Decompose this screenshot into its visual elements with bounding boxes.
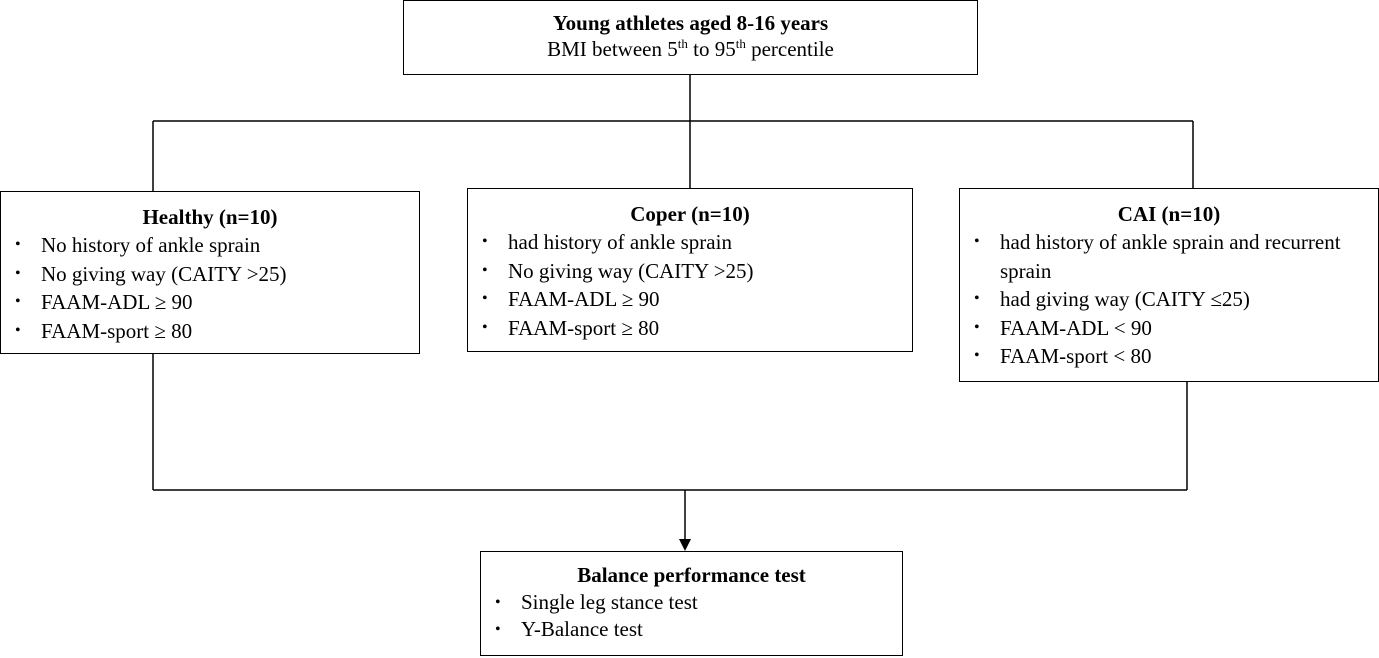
bullet-icon: • [482, 261, 488, 279]
bullet-icon: • [15, 321, 21, 339]
population-title: Young athletes aged 8-16 years [552, 11, 829, 35]
list-item: • FAAM-ADL < 90 [960, 314, 1378, 343]
list-item: • had giving way (CAITY ≤25) [960, 285, 1378, 314]
superscript-th-1: th [677, 36, 688, 51]
bullet-icon: • [482, 318, 488, 336]
cai-group-box: CAI (n=10) • had history of ankle sprain … [959, 188, 1379, 382]
bmi-text-start: BMI between 5 [547, 37, 678, 61]
bullet-icon: • [482, 233, 488, 250]
criterion-text: had history of ankle sprain and recurren… [1000, 230, 1341, 283]
list-item: • FAAM-ADL ≥ 90 [1, 288, 419, 317]
criterion-text: had history of ankle sprain [508, 230, 732, 254]
superscript-th-2: th [735, 36, 746, 51]
list-item: • FAAM-sport ≥ 80 [468, 314, 912, 343]
test-text: Single leg stance test [521, 590, 698, 614]
bullet-icon: • [974, 290, 980, 307]
list-item: • No history of ankle sprain [1, 231, 419, 260]
healthy-group-box: Healthy (n=10) • No history of ankle spra… [0, 191, 420, 354]
healthy-criteria-list: • No history of ankle sprain • No giving w… [1, 231, 419, 345]
criterion-text: FAAM-sport ≥ 80 [41, 318, 193, 343]
healthy-group-title: Healthy (n=10) [142, 205, 278, 229]
list-item: • had history of ankle sprain and recurre… [960, 228, 1378, 285]
list-item: • Single leg stance test [481, 589, 902, 616]
bullet-icon: • [974, 318, 980, 336]
cai-group-title: CAI (n=10) [1117, 202, 1221, 226]
list-item: • had history of ankle sprain [468, 228, 912, 257]
coper-criteria-list: • had history of ankle sprain • No giving … [468, 228, 912, 342]
coper-group-box: Coper (n=10) • had history of ankle sprai… [467, 188, 913, 352]
bullet-icon: • [15, 264, 21, 282]
bullet-icon: • [15, 236, 21, 253]
list-item: • No giving way (CAITY >25) [468, 257, 912, 286]
bullet-icon: • [15, 293, 21, 310]
bullet-icon: • [974, 233, 980, 250]
cai-criteria-list: • had history of ankle sprain and recurre… [960, 228, 1378, 371]
bullet-icon: • [495, 621, 501, 638]
list-item: • Y-Balance test [481, 616, 902, 643]
list-item: • FAAM-sport < 80 [960, 342, 1378, 371]
test-text: Y-Balance test [521, 617, 643, 641]
bullet-icon: • [495, 594, 501, 611]
bmi-text-mid: to 95 [687, 37, 736, 61]
criterion-text: No giving way (CAITY >25) [508, 258, 754, 283]
list-item: • FAAM-ADL ≥ 90 [468, 285, 912, 314]
criterion-text: FAAM-sport < 80 [1000, 344, 1152, 368]
population-box: Young athletes aged 8-16 years BMI betwe… [403, 0, 978, 75]
population-criteria: BMI between 5th to 95th percentile [404, 36, 977, 62]
bullet-icon: • [482, 290, 488, 307]
criterion-text: No history of ankle sprain [41, 233, 261, 257]
criterion-text: FAAM-sport ≥ 80 [508, 315, 660, 340]
arrowhead [679, 539, 691, 551]
balance-test-list: • Single leg stance test • Y-Balance test [481, 589, 902, 643]
bmi-text-end: percentile [745, 37, 834, 61]
bullet-icon: • [974, 347, 980, 364]
list-item: • No giving way (CAITY >25) [1, 260, 419, 289]
coper-group-title: Coper (n=10) [630, 202, 750, 226]
criterion-text: had giving way (CAITY ≤25) [1000, 287, 1250, 311]
balance-test-box: Balance performance test • Single leg sta… [480, 551, 903, 656]
list-item: • FAAM-sport ≥ 80 [1, 317, 419, 346]
criterion-text: FAAM-ADL ≥ 90 [508, 287, 660, 311]
criterion-text: FAAM-ADL ≥ 90 [41, 290, 193, 314]
criterion-text: FAAM-ADL < 90 [1000, 315, 1152, 340]
balance-test-title: Balance performance test [577, 563, 806, 587]
criterion-text: No giving way (CAITY >25) [41, 261, 287, 286]
